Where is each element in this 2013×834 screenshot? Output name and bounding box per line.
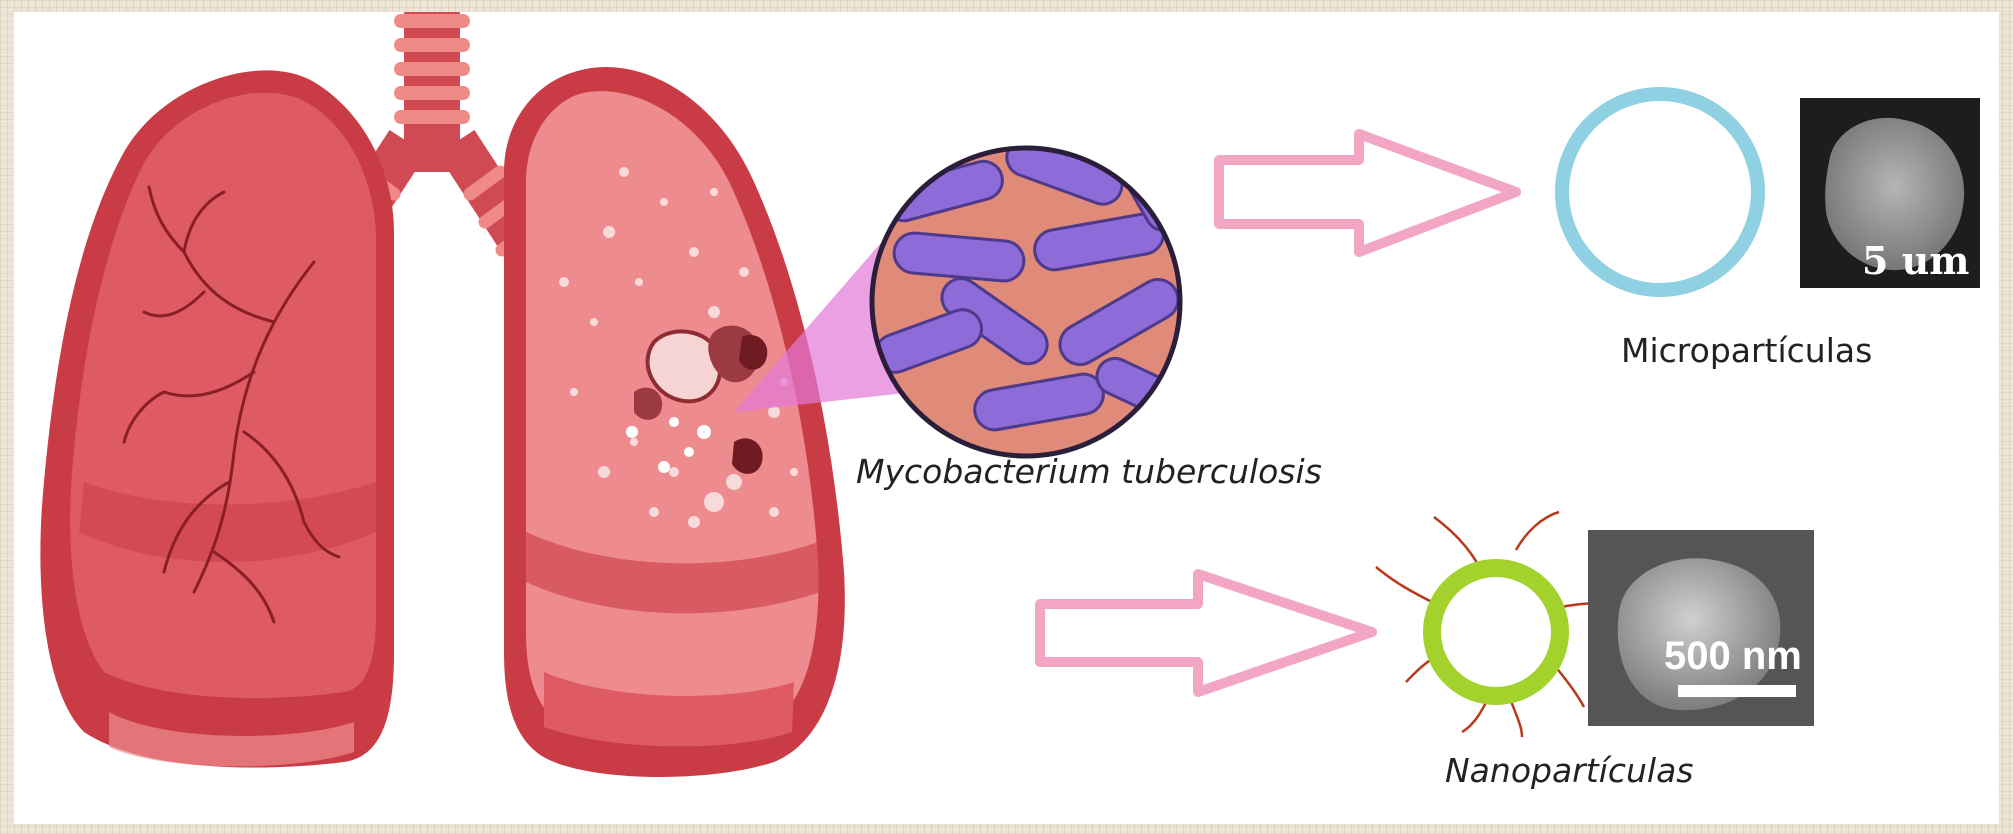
arrow-to-nanoparticles [1040,574,1372,692]
arrow-to-microparticles [1219,134,1516,252]
nanoparticles-label: Nanopartículas [1445,751,1694,790]
nano-scale-bar-label: 500 nm [1664,634,1802,679]
right-lung [504,67,845,777]
left-lung [40,70,394,767]
bacterium-label: Mycobacterium tuberculosis [856,452,1322,491]
micro-scale-bar-label: 5 um [1862,238,1970,283]
bacteria-magnified-view [870,133,1196,456]
microparticle-ring [1562,94,1758,290]
microparticles-label: Micropartículas [1621,331,1872,370]
diagram-art [14,12,1999,824]
nanoparticle-ring [1432,568,1560,696]
nanoparticle-sem-image [1588,530,1814,726]
diagram-canvas: Mycobacterium tuberculosis Micropartícul… [14,12,1999,824]
